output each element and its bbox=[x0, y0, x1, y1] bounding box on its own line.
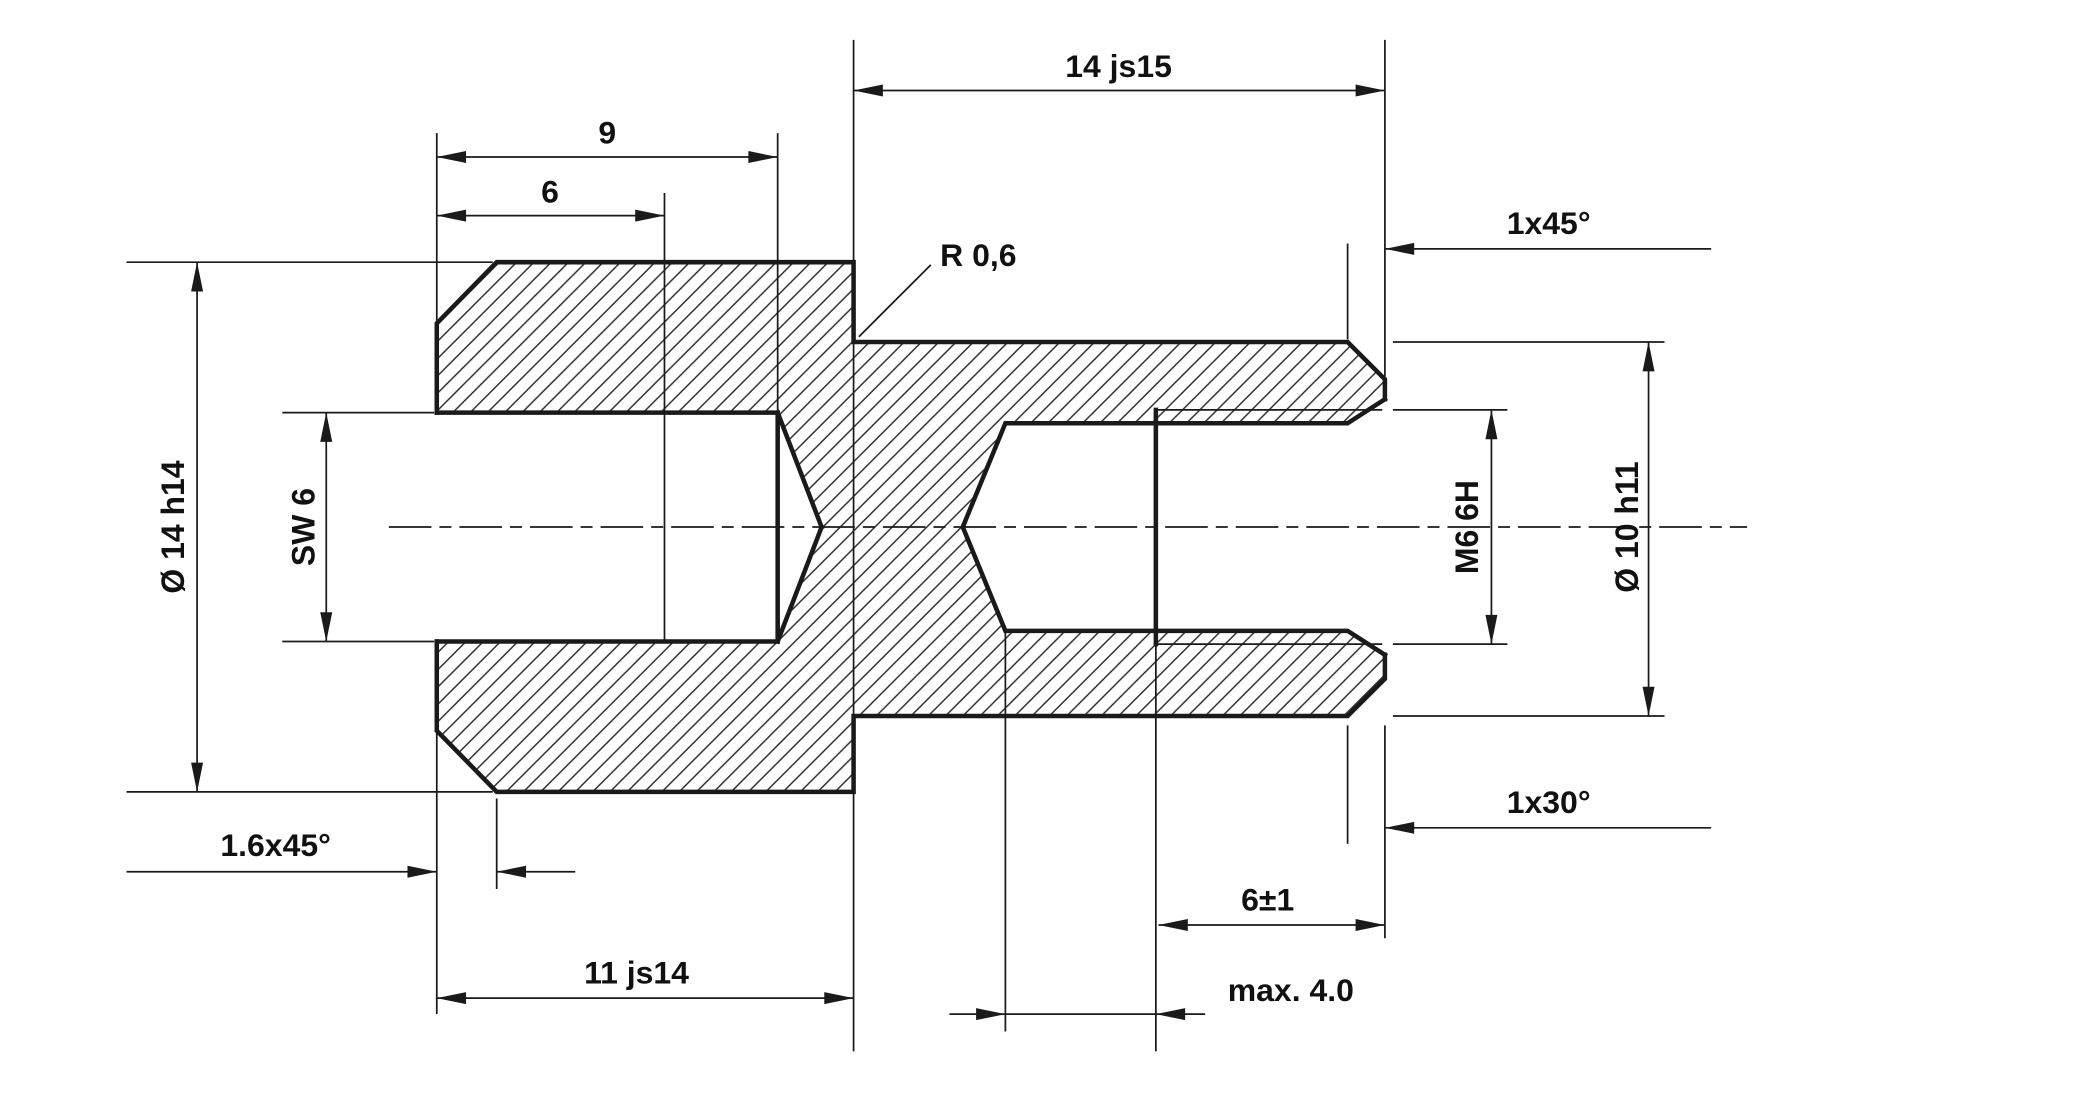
arrowhead bbox=[1158, 918, 1188, 931]
dim-label-hex-width: SW 6 bbox=[285, 488, 321, 566]
dim-label-inner-radius: R 0,6 bbox=[940, 237, 1016, 273]
dim-label-length-right: 14 js15 bbox=[1065, 48, 1172, 84]
arrowhead bbox=[191, 262, 204, 292]
arrowhead bbox=[436, 992, 467, 1005]
arrowhead bbox=[496, 865, 526, 878]
dim-label-chamfer-right: 1x45° bbox=[1507, 205, 1591, 241]
arrowhead bbox=[1155, 1008, 1186, 1021]
extension-lines bbox=[126, 39, 1665, 1052]
thread-major-lines bbox=[1155, 409, 1383, 646]
arrowhead bbox=[407, 865, 437, 878]
arrowhead bbox=[1642, 686, 1655, 717]
dimension-hex-socket-width: SW 6 bbox=[285, 412, 333, 642]
arrowhead bbox=[1355, 918, 1385, 931]
arrowhead bbox=[1355, 84, 1385, 97]
dimension-inner-radius: R 0,6 bbox=[858, 237, 1016, 338]
dimension-outer-diameter-right: Ø 10 h11 bbox=[1609, 342, 1655, 717]
arrowhead bbox=[320, 412, 333, 442]
dim-label-chamfer-left: 1.6x45° bbox=[220, 827, 330, 863]
arrowhead bbox=[1485, 409, 1498, 440]
dim-label-thread-depth: 6±1 bbox=[1241, 881, 1294, 917]
arrowhead bbox=[1384, 242, 1415, 255]
dimension-chamfer-right-outer: 1x45° bbox=[1384, 205, 1712, 255]
dimension-chamfer-left: 1.6x45° bbox=[126, 827, 576, 878]
arrowhead bbox=[1642, 342, 1655, 372]
leader-line bbox=[858, 264, 932, 338]
dimension-thread-chamfer: 1x30° bbox=[1384, 784, 1712, 834]
arrowhead bbox=[824, 992, 854, 1005]
arrowhead bbox=[976, 1008, 1006, 1021]
arrowhead bbox=[320, 612, 333, 642]
dimension-thread-spec: M6 6H bbox=[1449, 409, 1498, 645]
dim-label-outer-dia-left: Ø 14 h14 bbox=[155, 460, 191, 593]
dimension-drill-depth: max. 4.0 bbox=[949, 972, 1354, 1021]
arrowhead bbox=[853, 84, 883, 97]
dimension-thread-depth: 6±1 bbox=[1158, 881, 1385, 931]
arrowhead bbox=[1384, 821, 1415, 834]
dim-label-thread-chamfer: 1x30° bbox=[1507, 784, 1591, 820]
arrowhead bbox=[748, 151, 778, 164]
arrowhead bbox=[635, 209, 665, 222]
dimension-socket-depth-9: 9 bbox=[436, 115, 778, 164]
arrowhead bbox=[436, 151, 467, 164]
dim-label-outer-dia-right: Ø 10 h11 bbox=[1609, 461, 1645, 592]
arrowhead bbox=[436, 209, 467, 222]
dim-label-hex-depth: 6 bbox=[541, 173, 559, 209]
dimension-hex-depth-6: 6 bbox=[436, 173, 665, 222]
arrowhead bbox=[1485, 614, 1498, 645]
dimension-outer-diameter-left: Ø 14 h14 bbox=[155, 262, 204, 792]
dimension-length-left-section: 11 js14 bbox=[436, 955, 854, 1005]
dim-label-length-left: 11 js14 bbox=[584, 955, 689, 991]
dim-label-socket-depth: 9 bbox=[598, 115, 616, 151]
dim-label-thread-spec: M6 6H bbox=[1449, 480, 1485, 574]
dim-label-drill-depth: max. 4.0 bbox=[1228, 972, 1354, 1008]
dimension-length-right-section: 14 js15 bbox=[853, 48, 1385, 97]
arrowhead bbox=[191, 762, 204, 792]
